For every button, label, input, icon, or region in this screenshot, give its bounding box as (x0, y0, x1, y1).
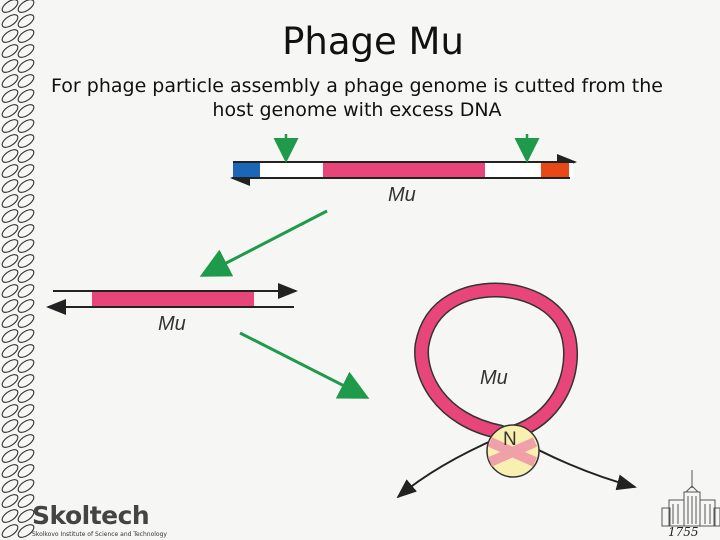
border-link (1, 194, 19, 208)
border-link (1, 239, 19, 253)
border-link (1, 254, 19, 268)
logo-text: Skoltech (32, 501, 150, 530)
border-link (17, 419, 35, 433)
border-link (17, 374, 35, 388)
border-link (17, 359, 35, 373)
host-right-segment (541, 163, 569, 177)
border-link (1, 164, 19, 178)
border-link (1, 329, 19, 343)
border-link (17, 434, 35, 448)
border-link (17, 14, 35, 28)
border-link (1, 299, 19, 313)
decorative-border (1, 0, 35, 538)
border-link (1, 449, 19, 463)
border-link (1, 404, 19, 418)
border-link (17, 269, 35, 283)
linear-mu-segment (92, 292, 254, 306)
border-link (17, 509, 35, 523)
border-link (17, 44, 35, 58)
border-link (17, 134, 35, 148)
border-link (1, 89, 19, 103)
border-link (1, 119, 19, 133)
border-link (1, 434, 19, 448)
arrow-to-linear (199, 209, 328, 277)
border-link (1, 179, 19, 193)
border-link (1, 314, 19, 328)
host-genome: Mu (230, 134, 577, 206)
border-link (17, 0, 35, 13)
n-crossover-b (487, 437, 538, 467)
skoltech-logo: Skoltech Skolkovo Institute of Science a… (28, 501, 167, 539)
border-link (1, 494, 19, 508)
border-link (17, 524, 35, 538)
border-link (17, 104, 35, 118)
circular-mu: Mu N (396, 282, 637, 499)
border-link (17, 164, 35, 178)
border-link (17, 224, 35, 238)
tail-left (396, 436, 501, 499)
slide-title: Phage Mu (282, 20, 464, 63)
border-link (1, 374, 19, 388)
border-link (17, 239, 35, 253)
ring-mu (415, 283, 577, 438)
border-link (17, 194, 35, 208)
border-link (17, 344, 35, 358)
border-link (1, 269, 19, 283)
border-link (1, 14, 19, 28)
building-icon (661, 470, 720, 527)
border-link (17, 464, 35, 478)
border-link (17, 299, 35, 313)
border-link (17, 284, 35, 298)
border-link (17, 449, 35, 463)
border-link (17, 254, 35, 268)
border-link (17, 389, 35, 403)
border-link (1, 44, 19, 58)
border-link (17, 29, 35, 43)
border-link (1, 209, 19, 223)
border-link (17, 179, 35, 193)
n-label: N (503, 429, 517, 450)
border-link (17, 479, 35, 493)
border-link (1, 149, 19, 163)
border-link (1, 284, 19, 298)
border-link (17, 494, 35, 508)
border-link (1, 464, 19, 478)
border-link (1, 59, 19, 73)
slide-subtitle: For phage particle assembly a phage geno… (51, 75, 663, 121)
border-link (17, 329, 35, 343)
border-link (1, 74, 19, 88)
mu-segment (323, 163, 485, 177)
arrow-to-circle (239, 331, 370, 399)
border-link (17, 314, 35, 328)
mu-label-top: Mu (388, 184, 416, 206)
border-link (1, 524, 19, 538)
border-link (1, 389, 19, 403)
host-left-segment (233, 163, 260, 177)
border-link (17, 209, 35, 223)
border-link (1, 509, 19, 523)
border-link (17, 74, 35, 88)
border-link (1, 359, 19, 373)
border-link (1, 479, 19, 493)
logo-subtitle: Skolkovo Institute of Science and Techno… (32, 531, 167, 538)
border-link (17, 89, 35, 103)
border-link (17, 119, 35, 133)
border-link (1, 224, 19, 238)
border-link (17, 149, 35, 163)
border-link (1, 29, 19, 43)
border-link (1, 134, 19, 148)
border-link (1, 104, 19, 118)
border-link (17, 404, 35, 418)
year-label: 1755 (668, 525, 699, 539)
border-link (1, 0, 19, 13)
border-link (1, 419, 19, 433)
mu-label-circle: Mu (480, 367, 508, 389)
border-link (1, 344, 19, 358)
border-link (17, 59, 35, 73)
mu-label-linear: Mu (158, 313, 186, 335)
linear-mu: Mu (46, 283, 298, 335)
